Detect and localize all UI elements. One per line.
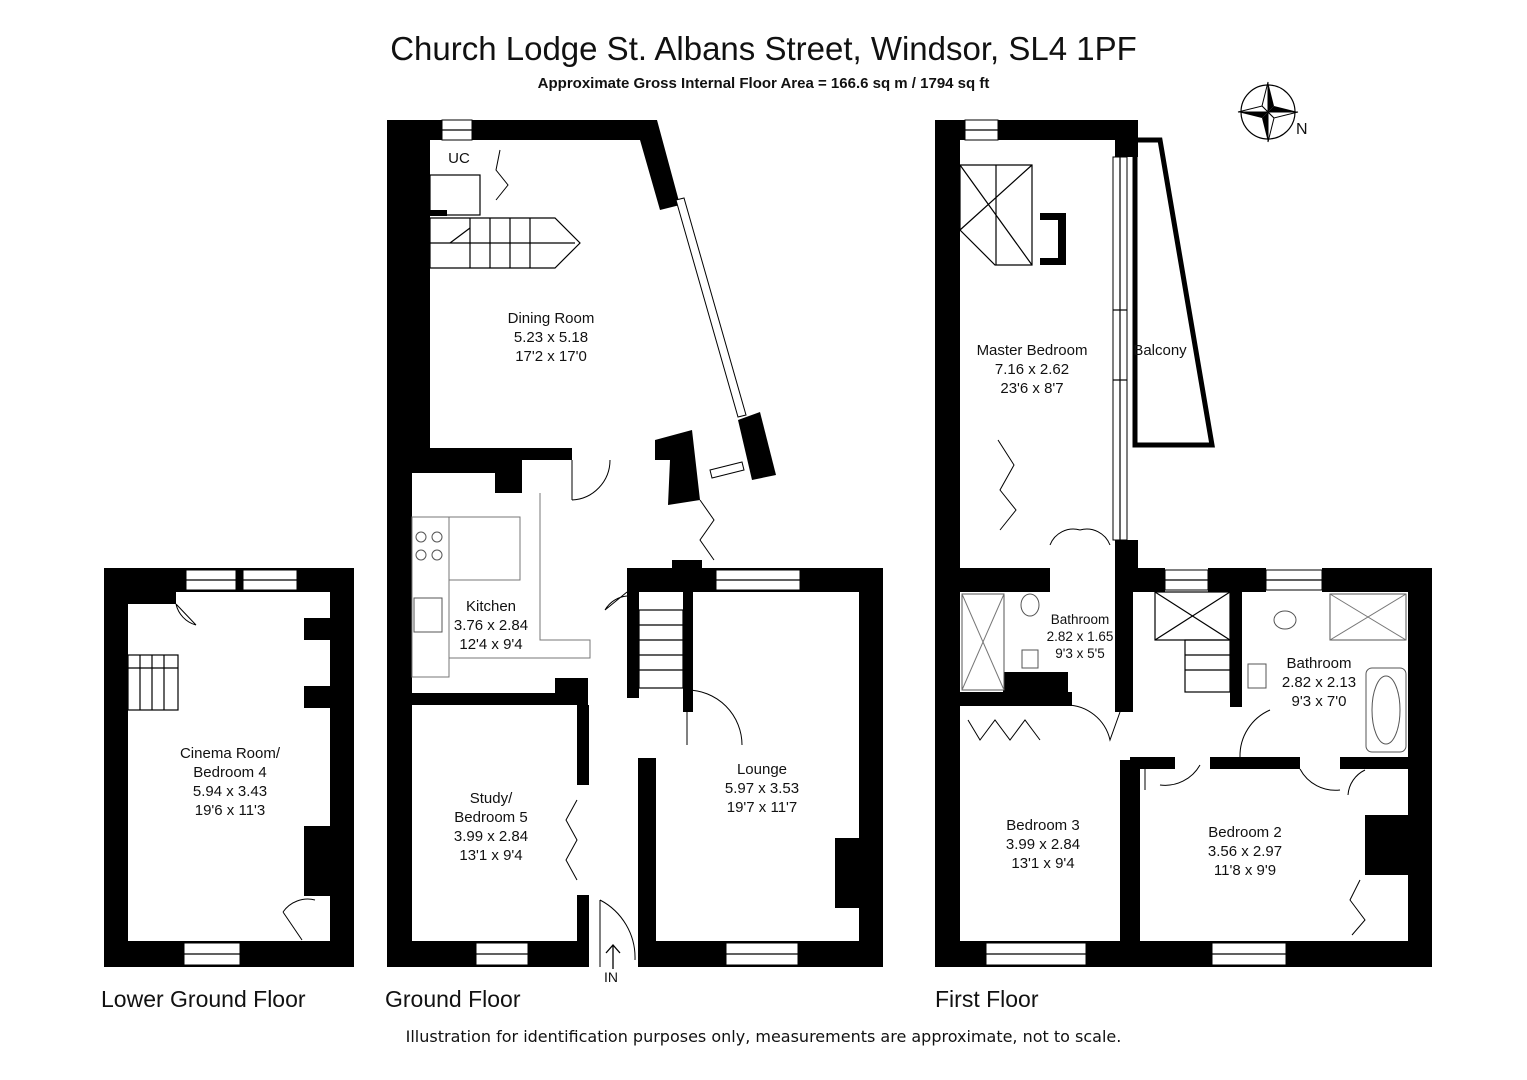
north-label: N — [1296, 121, 1308, 138]
room-metric: 3.99 x 2.84 — [1005, 836, 1081, 853]
room-kitchen: Kitchen 3.76 x 2.84 12'4 x 9'4 — [454, 597, 528, 654]
room-name: Bedroom 3 — [1006, 817, 1080, 834]
room-name: Lounge — [736, 761, 788, 778]
room-imperial: 12'4 x 9'4 — [459, 636, 523, 653]
floor-label-lower-ground: Lower Ground Floor — [101, 986, 306, 1012]
lower-ground-windows — [183, 569, 298, 966]
room-uc: UC — [448, 149, 470, 168]
room-name: Bathroom — [1286, 655, 1352, 672]
room-metric: 3.56 x 2.97 — [1207, 843, 1283, 860]
room-imperial: 19'7 x 11'7 — [726, 799, 798, 816]
bathroom-fixtures — [961, 593, 1407, 753]
room-name: Bedroom 2 — [1208, 824, 1282, 841]
lower-ground-door — [175, 603, 197, 626]
floor-label-ground: Ground Floor — [385, 986, 521, 1012]
room-lounge: Lounge 5.97 x 3.53 19'7 x 11'7 — [725, 760, 799, 817]
room-metric: 3.99 x 2.84 — [453, 828, 529, 845]
entry-label: IN — [604, 969, 618, 985]
room-imperial: 11'8 x 9'9 — [1213, 862, 1277, 879]
floor-label-first: First Floor — [935, 986, 1039, 1012]
ground-floor-walls — [387, 120, 883, 967]
room-study: Study/ Bedroom 5 3.99 x 2.84 13'1 x 9'4 — [454, 789, 528, 865]
first-floor-doors — [967, 439, 1366, 936]
room-metric: 2.82 x 1.65 — [1046, 629, 1114, 644]
ground-floor-doors — [495, 149, 743, 967]
room-imperial: 13'1 x 9'4 — [1011, 855, 1075, 872]
room-imperial: 17'2 x 17'0 — [515, 348, 587, 365]
plan-title: Church Lodge St. Albans Street, Windsor,… — [390, 30, 1137, 67]
room-name: Study/ — [469, 790, 513, 807]
room-master-bedroom: Master Bedroom 7.16 x 2.62 23'6 x 8'7 — [977, 341, 1088, 398]
room-imperial: 9'3 x 5'5 — [1055, 646, 1105, 661]
room-metric: 5.94 x 3.43 — [192, 783, 268, 800]
ground-floor-windows — [441, 119, 801, 966]
room-metric: 7.16 x 2.62 — [994, 361, 1070, 378]
room-imperial: 9'3 x 7'0 — [1291, 693, 1347, 710]
disclaimer: Illustration for identification purposes… — [405, 1027, 1122, 1046]
room-bathroom-1: Bathroom 2.82 x 1.65 9'3 x 5'5 — [1047, 611, 1114, 662]
kitchen-fittings — [411, 493, 591, 678]
entry-arrow-icon — [605, 944, 621, 969]
lower-ground-cupboard-door — [282, 898, 316, 941]
room-name: Balcony — [1133, 342, 1187, 359]
room-bedroom-2: Bedroom 2 3.56 x 2.97 11'8 x 9'9 — [1208, 823, 1282, 880]
room-bedroom-3: Bedroom 3 3.99 x 2.84 13'1 x 9'4 — [1006, 816, 1080, 873]
room-name: Kitchen — [465, 598, 517, 615]
room-name: UC — [448, 150, 470, 167]
room-metric: 3.76 x 2.84 — [453, 617, 529, 634]
room-metric: 5.23 x 5.18 — [513, 329, 589, 346]
room-name: Bathroom — [1050, 612, 1110, 627]
room-name: Dining Room — [507, 310, 595, 327]
room-metric: 2.82 x 2.13 — [1281, 674, 1357, 691]
room-imperial: 23'6 x 8'7 — [1000, 380, 1064, 397]
room-imperial: 13'1 x 9'4 — [459, 847, 523, 864]
room-cinema: Cinema Room/ Bedroom 4 5.94 x 3.43 19'6 … — [180, 744, 280, 820]
room-name: Cinema Room/ — [179, 745, 281, 762]
room-bathroom-2: Bathroom 2.82 x 2.13 9'3 x 7'0 — [1282, 654, 1356, 711]
lower-ground-stairs — [127, 654, 179, 711]
first-floor-stairs — [959, 164, 1231, 693]
room-dining: Dining Room 5.23 x 5.18 17'2 x 17'0 — [508, 309, 595, 366]
room-name: Bedroom 5 — [454, 809, 528, 826]
first-floor-windows — [964, 119, 1323, 966]
room-name: Master Bedroom — [976, 342, 1088, 359]
room-name: Bedroom 4 — [193, 764, 267, 781]
room-metric: 5.97 x 3.53 — [724, 780, 800, 797]
ground-floor-stairs — [429, 217, 684, 689]
room-balcony: Balcony — [1133, 341, 1186, 360]
room-imperial: 19'6 x 11'3 — [194, 802, 266, 819]
floor-area: Approximate Gross Internal Floor Area = … — [537, 75, 990, 92]
compass-rose-icon — [1237, 81, 1299, 143]
first-floor-walls — [935, 120, 1432, 967]
lower-ground-floor-walls — [104, 568, 354, 967]
